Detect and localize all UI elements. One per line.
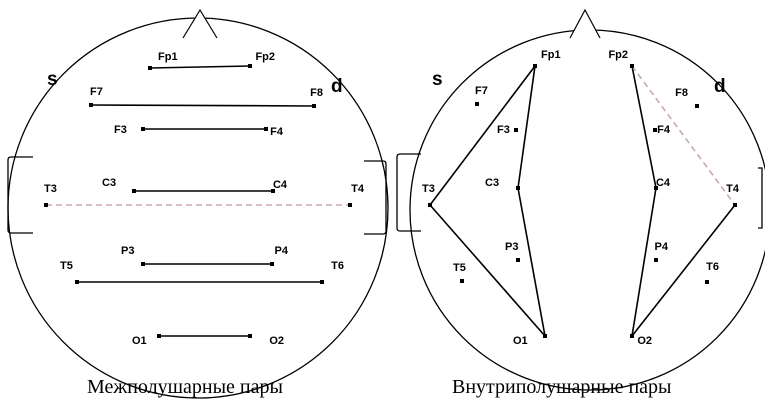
electrode-label-t6: T6	[706, 261, 719, 273]
electrode-fp2	[248, 64, 252, 68]
connection-c3-o1	[517, 187, 546, 337]
electrode-f7	[89, 103, 93, 107]
left-ear	[7, 156, 33, 234]
electrode-label-t5: T5	[60, 260, 73, 272]
electrode-label-t4: T4	[351, 183, 365, 195]
electrode-t3	[44, 203, 48, 207]
electrode-label-f4: F4	[657, 124, 671, 136]
electrode-fp1	[533, 64, 537, 68]
connection-fp1-c3	[517, 65, 536, 189]
electrode-label-c3: C3	[102, 177, 116, 189]
electrode-label-fp2: Fp2	[255, 51, 275, 63]
electrode-o1	[543, 334, 547, 338]
electrode-label-o1: O1	[132, 335, 147, 347]
caption-interhemispheric: Межполушарные пары	[87, 376, 283, 398]
electrode-label-t3: T3	[44, 183, 57, 195]
right-ear	[758, 167, 763, 229]
left-ear	[396, 153, 421, 232]
electrode-f4	[653, 128, 657, 132]
label-side-right: d	[331, 76, 343, 97]
electrode-c4	[654, 186, 658, 190]
connection-fp2-t4	[631, 65, 736, 206]
electrode-label-f7: F7	[475, 85, 488, 97]
electrode-label-c4: C4	[273, 179, 288, 191]
electrode-t4	[733, 203, 737, 207]
electrode-label-f8: F8	[310, 87, 323, 99]
electrode-label-t4: T4	[726, 183, 740, 195]
electrode-c4	[271, 189, 275, 193]
caption-intrahemispheric: Внутриполушарные пары	[452, 376, 672, 398]
electrode-p4	[270, 262, 274, 266]
electrode-t6	[705, 280, 709, 284]
electrode-label-t3: T3	[422, 183, 435, 195]
electrode-label-p4: P4	[655, 241, 669, 253]
connection-o2-t4	[631, 204, 736, 337]
label-side-left: s	[432, 69, 443, 90]
electrode-f3	[141, 127, 145, 131]
electrode-t5	[75, 280, 79, 284]
electrode-label-p4: P4	[275, 245, 289, 257]
electrode-t5	[460, 279, 464, 283]
electrode-t3	[428, 203, 432, 207]
electrode-t4	[348, 203, 352, 207]
electrode-o2	[630, 334, 634, 338]
head-outline	[7, 17, 389, 399]
electrode-f8	[695, 104, 699, 108]
electrode-label-fp1: Fp1	[158, 51, 178, 63]
head-outline	[409, 29, 765, 391]
connection-c4-o2	[631, 187, 657, 337]
electrode-f8	[312, 104, 316, 108]
connection-fp2-c4	[631, 65, 657, 189]
nose-marker	[182, 8, 218, 39]
electrode-label-t6: T6	[331, 260, 344, 272]
electrode-label-c4: C4	[656, 177, 671, 189]
electrode-fp1	[148, 66, 152, 70]
electrode-fp2	[630, 64, 634, 68]
electrode-c3	[516, 186, 520, 190]
nose-marker	[569, 8, 601, 39]
electrode-label-p3: P3	[121, 245, 134, 257]
electrode-label-f7: F7	[90, 86, 103, 98]
electrode-o1	[157, 334, 161, 338]
electrode-f4	[264, 127, 268, 131]
right-ear	[364, 160, 387, 235]
electrode-p3	[516, 258, 520, 262]
electrode-label-o1: O1	[513, 335, 528, 347]
electrode-label-f4: F4	[270, 126, 284, 138]
connection-fp1-fp2	[149, 65, 251, 69]
connection-f7-f8	[90, 104, 315, 107]
electrode-label-c3: C3	[485, 177, 499, 189]
label-side-left: s	[47, 69, 58, 90]
electrode-label-o2: O2	[269, 335, 284, 347]
label-side-right: d	[714, 76, 726, 97]
electrode-label-o2: O2	[637, 335, 652, 347]
electrode-f7	[475, 102, 479, 106]
electrode-c3	[132, 189, 136, 193]
electrode-p3	[141, 262, 145, 266]
connection-fp1-t3	[429, 65, 536, 206]
electrode-f3	[514, 128, 518, 132]
electrode-t6	[320, 280, 324, 284]
electrode-label-p3: P3	[505, 241, 518, 253]
electrode-p4	[654, 258, 658, 262]
electrode-label-fp1: Fp1	[541, 49, 561, 61]
electrode-label-f3: F3	[114, 124, 127, 136]
connection-t3-o1	[429, 204, 546, 337]
electrode-label-f8: F8	[675, 87, 688, 99]
electrode-label-t5: T5	[453, 262, 466, 274]
electrode-label-fp2: Fp2	[608, 49, 628, 61]
electrode-o2	[248, 334, 252, 338]
electrode-label-f3: F3	[497, 124, 510, 136]
